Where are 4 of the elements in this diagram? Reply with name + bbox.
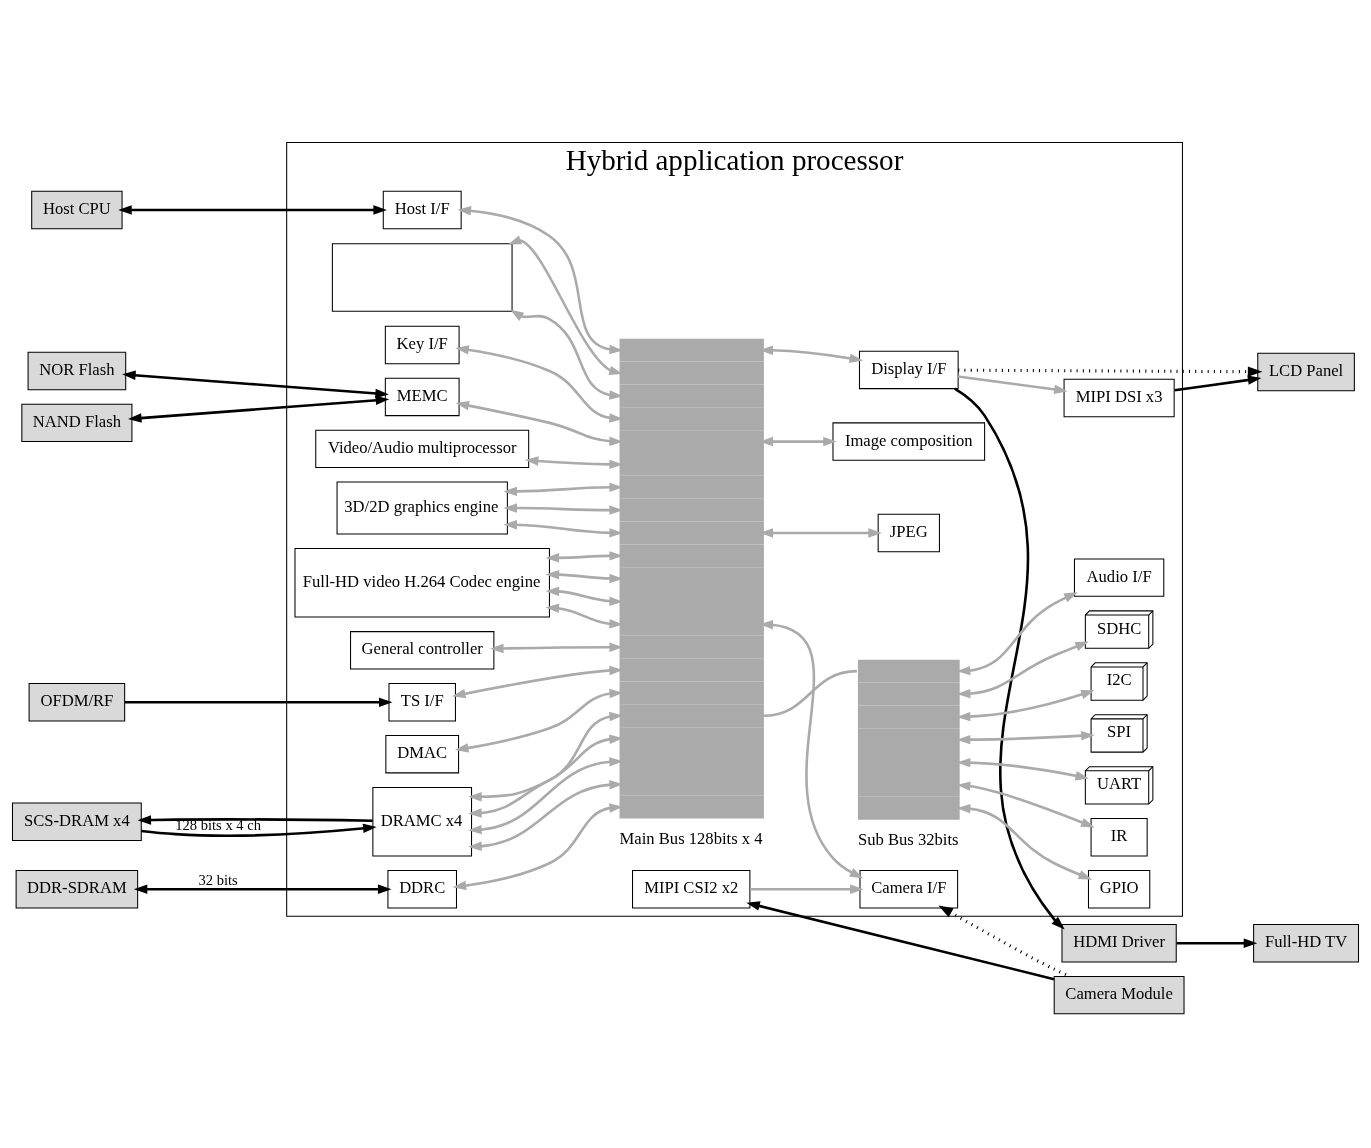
- node-label: Sub Bus 32bits: [857, 830, 959, 850]
- node-label: Main Bus 128bits x 4: [619, 829, 763, 849]
- edge-label: 32 bits: [198, 872, 238, 889]
- edge-label: 128 bits x 4 ch: [175, 817, 261, 834]
